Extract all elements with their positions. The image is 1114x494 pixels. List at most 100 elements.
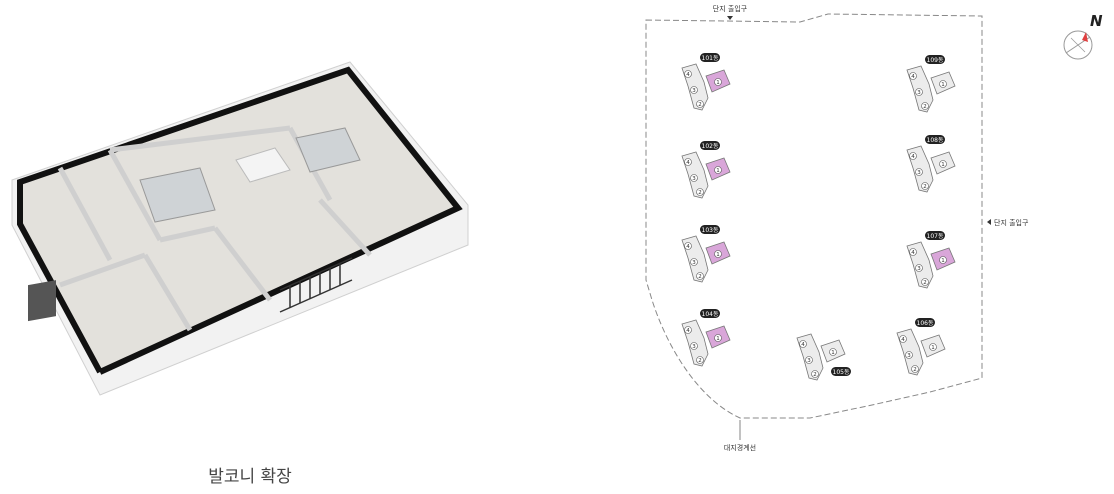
building-badge bbox=[925, 55, 945, 64]
unit-number: 3 bbox=[692, 260, 696, 266]
unit-marker bbox=[939, 160, 947, 168]
entrance-door bbox=[28, 280, 56, 322]
building-badge bbox=[925, 231, 945, 240]
building-badge bbox=[915, 318, 935, 327]
building-group: 4321101동4321102동4321103동4321104동4321105동… bbox=[681, 53, 956, 381]
unit-number: 3 bbox=[907, 353, 911, 359]
entrance-top-label: 단지 출입구 bbox=[713, 4, 748, 13]
site-boundary bbox=[645, 13, 983, 419]
unit-number: 4 bbox=[911, 154, 915, 160]
unit-marker bbox=[921, 182, 929, 190]
site-plan: 단지 출입구 단지 출입구 대지경계선 N 4 3 2 1 101동 4 3 2 1 102동 4 3… bbox=[645, 4, 1103, 452]
unit-marker bbox=[939, 256, 947, 264]
unit-marker bbox=[921, 102, 929, 110]
unit-marker bbox=[690, 258, 698, 266]
kitchen-island bbox=[235, 147, 291, 183]
unit-marker bbox=[799, 340, 807, 348]
unit-number: 1 bbox=[941, 258, 945, 264]
unit-marker bbox=[684, 326, 692, 334]
unit-marker bbox=[696, 100, 704, 108]
outer-wall bbox=[17, 66, 463, 375]
unit-number: 1 bbox=[931, 345, 935, 351]
unit-number: 1 bbox=[716, 336, 720, 342]
compass-letter: N bbox=[1090, 12, 1103, 30]
unit-marker bbox=[805, 356, 813, 364]
floor-plan-3d bbox=[11, 61, 469, 396]
unit-marker bbox=[909, 72, 917, 80]
building-badge bbox=[925, 135, 945, 144]
unit-number: 3 bbox=[692, 176, 696, 182]
unit-number: 1 bbox=[716, 168, 720, 174]
building-badge bbox=[831, 367, 851, 376]
building-badge bbox=[700, 225, 720, 234]
unit-marker bbox=[909, 152, 917, 160]
building-label: 101동 bbox=[702, 55, 719, 62]
unit-marker bbox=[684, 158, 692, 166]
balcony-railing bbox=[279, 257, 353, 313]
building-label: 102동 bbox=[702, 143, 719, 150]
unit-marker bbox=[696, 356, 704, 364]
unit-number: 4 bbox=[911, 74, 915, 80]
unit-marker bbox=[905, 351, 913, 359]
unit-marker bbox=[939, 80, 947, 88]
unit-number: 3 bbox=[917, 170, 921, 176]
unit-marker bbox=[921, 278, 929, 286]
unit-marker bbox=[690, 174, 698, 182]
unit-number: 1 bbox=[716, 252, 720, 258]
unit-number: 2 bbox=[698, 190, 702, 196]
building-badge bbox=[700, 53, 720, 62]
entrance-top-arrow bbox=[727, 16, 733, 20]
unit-marker bbox=[714, 334, 722, 342]
unit-marker bbox=[915, 88, 923, 96]
unit-marker bbox=[690, 342, 698, 350]
unit-marker bbox=[911, 365, 919, 373]
entrance-right-arrow bbox=[987, 219, 991, 225]
unit-marker bbox=[929, 343, 937, 351]
building-label: 104동 bbox=[702, 311, 719, 318]
unit-number: 3 bbox=[917, 90, 921, 96]
unit-number: 2 bbox=[813, 372, 817, 378]
building-label: 109동 bbox=[927, 57, 944, 64]
compass-icon: N bbox=[1063, 12, 1103, 60]
interior-walls bbox=[57, 125, 372, 332]
bathroom bbox=[139, 167, 216, 223]
entrance-right-label: 단지 출입구 bbox=[994, 218, 1029, 227]
unit-number: 3 bbox=[692, 88, 696, 94]
building-label: 107동 bbox=[927, 233, 944, 240]
unit-marker bbox=[684, 70, 692, 78]
unit-number: 4 bbox=[901, 337, 905, 343]
unit-marker bbox=[714, 250, 722, 258]
building-badge bbox=[700, 309, 720, 318]
unit-marker bbox=[829, 348, 837, 356]
unit-number: 2 bbox=[698, 358, 702, 364]
unit-marker bbox=[714, 166, 722, 174]
building-109: 4 3 2 1 109동 bbox=[906, 55, 956, 113]
building-label: 103동 bbox=[702, 227, 719, 234]
unit-number: 2 bbox=[923, 104, 927, 110]
unit-marker bbox=[909, 248, 917, 256]
unit-marker bbox=[696, 272, 704, 280]
building-label: 108동 bbox=[927, 137, 944, 144]
unit-number: 2 bbox=[923, 280, 927, 286]
floor-plan-caption: 발코니 확장 bbox=[208, 467, 292, 487]
unit-number: 2 bbox=[698, 274, 702, 280]
unit-number: 4 bbox=[801, 342, 805, 348]
boundary-label: 대지경계선 bbox=[724, 443, 756, 452]
unit-number: 3 bbox=[917, 266, 921, 272]
unit-number: 3 bbox=[807, 358, 811, 364]
unit-marker bbox=[915, 264, 923, 272]
unit-number: 1 bbox=[941, 82, 945, 88]
unit-marker bbox=[684, 242, 692, 250]
unit-number: 4 bbox=[686, 328, 690, 334]
unit-number: 4 bbox=[686, 72, 690, 78]
building-label: 106동 bbox=[917, 320, 934, 327]
unit-number: 2 bbox=[698, 102, 702, 108]
unit-number: 2 bbox=[923, 184, 927, 190]
